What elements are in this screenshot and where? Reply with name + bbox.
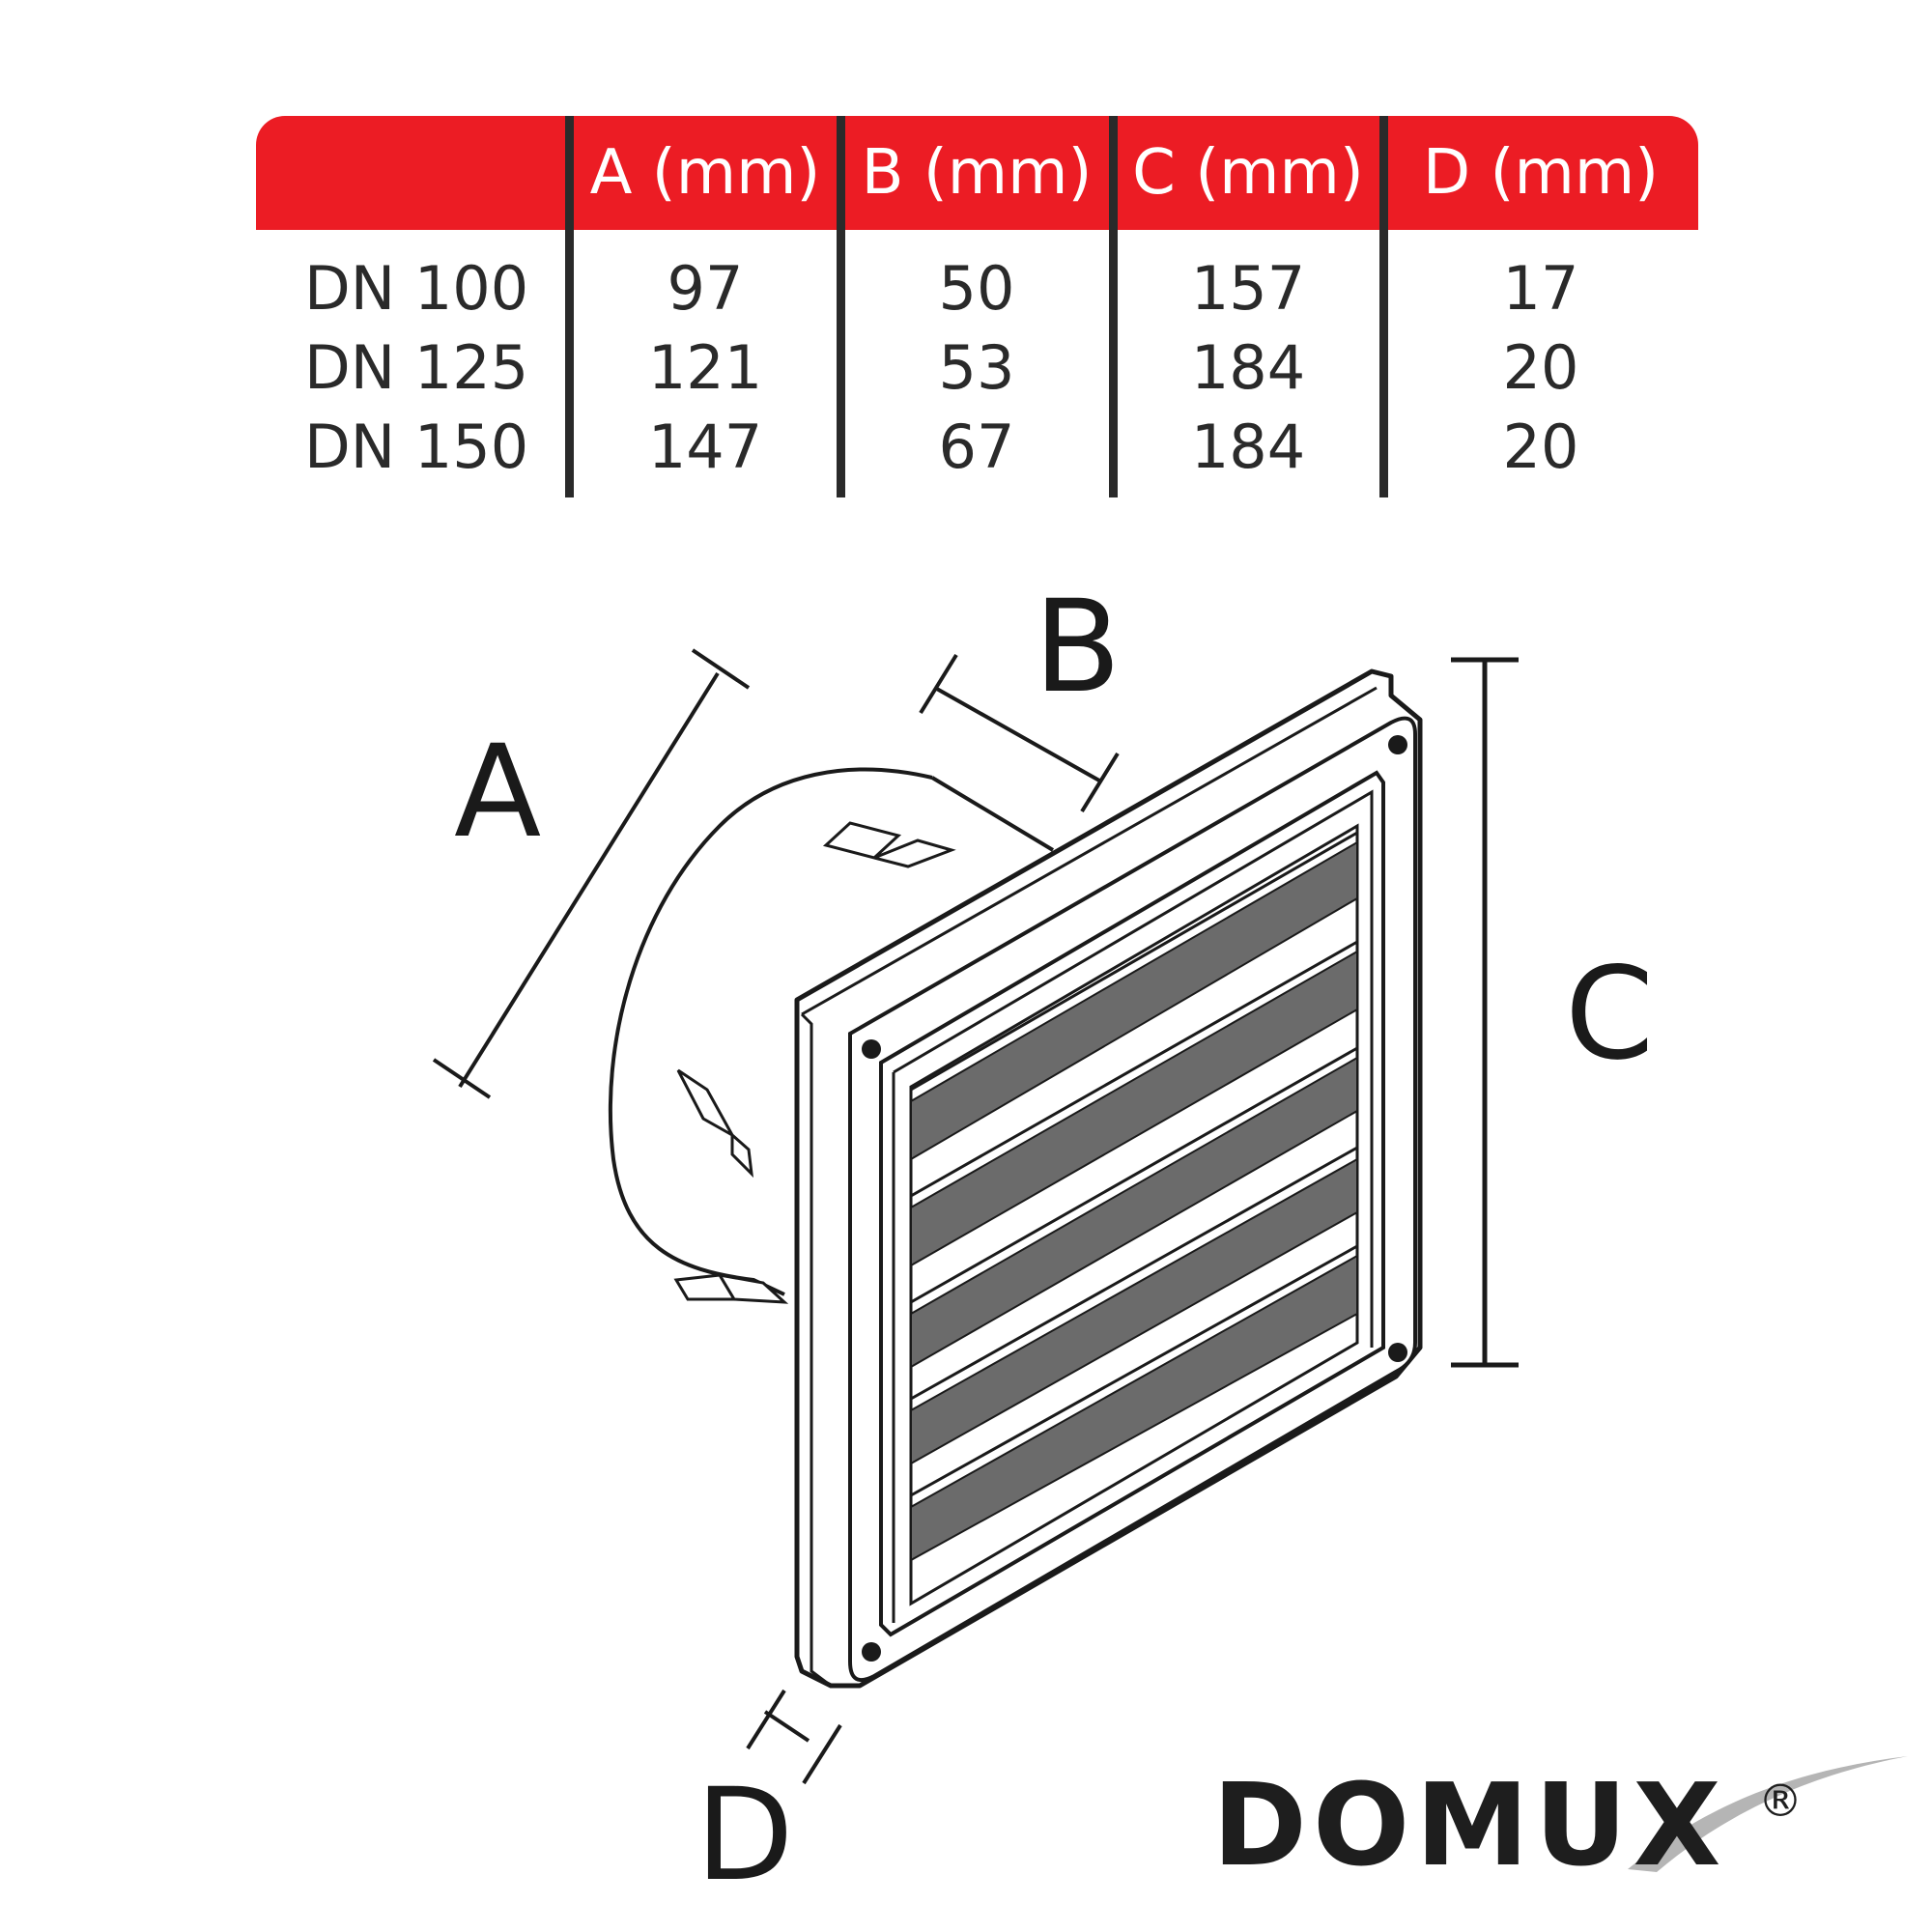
header-c: C (mm) bbox=[1132, 137, 1364, 209]
dimension-line-c bbox=[1451, 657, 1519, 1368]
value-a: 147 bbox=[647, 412, 763, 482]
screw bbox=[1388, 735, 1407, 754]
dimension-label-d: D bbox=[696, 1761, 794, 1910]
duct-spigot bbox=[608, 767, 1055, 1296]
column-divider bbox=[1379, 116, 1388, 497]
row-name: DN 125 bbox=[304, 332, 529, 403]
value-b: 50 bbox=[938, 253, 1015, 324]
logo-swoosh bbox=[1628, 1756, 1908, 1872]
dimension-label-a: A bbox=[454, 718, 541, 867]
logo-registered-mark: ® bbox=[1758, 1775, 1803, 1827]
frame-edge bbox=[800, 686, 1378, 1688]
louvre-slat bbox=[910, 950, 1358, 1267]
column-divider bbox=[565, 116, 574, 497]
table-row: DN 125 121 53 184 20 bbox=[256, 328, 1698, 408]
screw bbox=[862, 1039, 881, 1059]
dimensions-table: A (mm) B (mm) C (mm) D (mm) DN 100 97 50… bbox=[256, 116, 1698, 497]
logo-text: DOMUX bbox=[1212, 1758, 1726, 1891]
value-c: 184 bbox=[1190, 332, 1306, 403]
header-d: D (mm) bbox=[1422, 137, 1660, 209]
frame-inner-lip bbox=[892, 789, 1374, 1623]
louvre-slat bbox=[910, 840, 1358, 1161]
column-divider bbox=[1109, 116, 1118, 497]
spigot-clip bbox=[822, 821, 956, 868]
value-b: 53 bbox=[938, 332, 1015, 403]
brand-logo: DOMUX ® bbox=[1212, 1748, 1927, 1893]
header-a: A (mm) bbox=[589, 137, 821, 209]
row-name: DN 100 bbox=[304, 253, 529, 324]
value-a: 97 bbox=[667, 253, 744, 324]
table-header-band bbox=[256, 116, 1698, 230]
spigot-clip bbox=[676, 1068, 754, 1179]
row-name: DN 150 bbox=[304, 412, 529, 482]
value-d: 17 bbox=[1502, 253, 1579, 324]
value-c: 157 bbox=[1190, 253, 1306, 324]
louvre-slats bbox=[910, 840, 1358, 1562]
value-d: 20 bbox=[1502, 332, 1579, 403]
louvre-slat bbox=[910, 1157, 1358, 1465]
louvre-slat-edges bbox=[910, 831, 1358, 1497]
louvre-slat bbox=[910, 1056, 1358, 1369]
value-b: 67 bbox=[938, 412, 1015, 482]
dimension-line-b bbox=[919, 653, 1120, 813]
screw bbox=[862, 1642, 881, 1662]
value-c: 184 bbox=[1190, 412, 1306, 482]
dimension-line-d bbox=[746, 1689, 842, 1785]
value-d: 20 bbox=[1502, 412, 1579, 482]
dimension-line-a bbox=[432, 648, 751, 1099]
screw bbox=[1388, 1343, 1407, 1362]
logo-mark: DOMUX ® bbox=[1212, 1756, 1908, 1891]
dimension-label-c: C bbox=[1565, 940, 1654, 1089]
spigot-clip bbox=[673, 1272, 789, 1304]
dimension-label-b: B bbox=[1034, 573, 1122, 722]
value-a: 121 bbox=[647, 332, 763, 403]
header-b: B (mm) bbox=[861, 137, 1093, 209]
table-row: DN 150 147 67 184 20 bbox=[256, 408, 1698, 487]
louvre-slat bbox=[910, 1254, 1358, 1562]
column-divider bbox=[837, 116, 845, 497]
table-row: DN 100 97 50 157 17 bbox=[256, 249, 1698, 328]
